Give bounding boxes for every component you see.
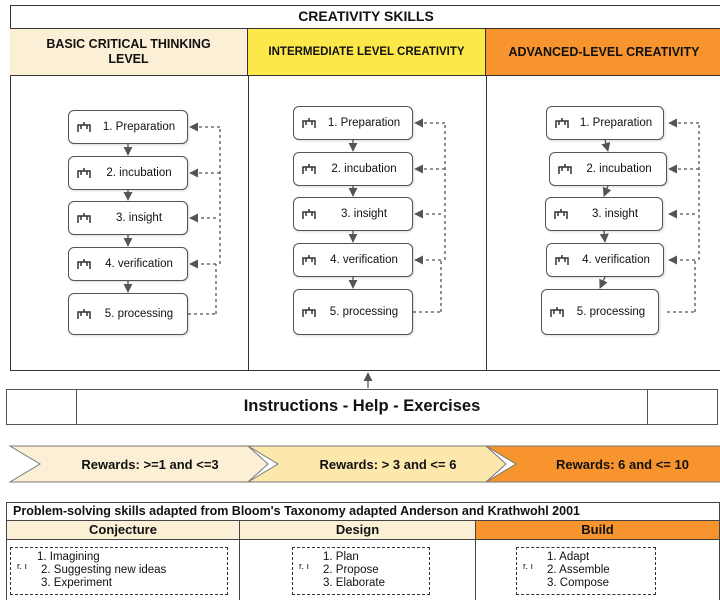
- step-label: 4. verification: [582, 254, 650, 266]
- step-label: 1. Preparation: [579, 117, 653, 129]
- advanced-level-header: ADVANCED-LEVEL CREATIVITY: [486, 29, 720, 76]
- step-box: 3. insight: [293, 197, 413, 231]
- pin-icon: [558, 163, 572, 175]
- reward-intermediate: Rewards: > 3 and <= 6: [319, 456, 457, 472]
- bar-divider: [76, 389, 77, 425]
- instructions-bar: [6, 389, 718, 425]
- design-list: r. ı 1. Plan 2. Propose 3. Elaborate: [292, 547, 430, 595]
- pin-icon: [302, 163, 316, 175]
- advanced-header-label: ADVANCED-LEVEL CREATIVITY: [508, 44, 700, 59]
- pin-icon: [77, 121, 91, 133]
- list-item: 2. Propose: [323, 564, 379, 576]
- step-box: 2. incubation: [549, 152, 667, 186]
- list-item: 1. Imagining: [37, 551, 100, 563]
- list-item: 3. Compose: [547, 577, 610, 589]
- pin-icon: [302, 117, 316, 129]
- list-item: 3. Elaborate: [323, 577, 386, 589]
- conjecture-list: r. ı 1. Imagining 2. Suggesting new idea…: [10, 547, 228, 595]
- step-box: 4. verification: [68, 247, 188, 281]
- step-box: 4. verification: [546, 243, 664, 277]
- instructions-label[interactable]: Instructions - Help - Exercises: [243, 397, 481, 415]
- pin-icon: [77, 167, 91, 179]
- problem-solving-title: Problem-solving skills adapted from Bloo…: [6, 502, 720, 520]
- bracket-icon: r. ı: [299, 561, 310, 571]
- design-header: Design: [240, 520, 476, 540]
- step-label: 3. insight: [591, 208, 639, 220]
- conjecture-cell: [6, 540, 240, 600]
- basic-header-line-2: LEVEL: [108, 52, 149, 66]
- step-box: 2. incubation: [293, 152, 413, 186]
- step-label: 5. processing: [104, 308, 174, 320]
- step-label: 4. verification: [330, 254, 398, 266]
- pin-icon: [77, 258, 91, 270]
- basic-header-line-1: BASIC CRITICAL THINKING: [46, 37, 211, 51]
- step-label: 4. verification: [105, 258, 173, 270]
- step-box: 2. incubation: [68, 156, 188, 190]
- step-label: 2. incubation: [586, 163, 652, 175]
- pin-icon: [77, 308, 91, 320]
- step-box: 5. processing: [541, 289, 659, 335]
- column-divider: [486, 76, 487, 371]
- step-box: 4. verification: [293, 243, 413, 277]
- step-label: 2. incubation: [106, 167, 172, 179]
- pin-icon: [77, 212, 91, 224]
- design-cell: [240, 540, 476, 600]
- pin-icon: [302, 254, 316, 266]
- step-box: 1. Preparation: [68, 110, 188, 144]
- step-label: 3. insight: [340, 208, 388, 220]
- pin-icon: [554, 208, 568, 220]
- intermediate-level-header: INTERMEDIATE LEVEL CREATIVITY: [248, 29, 486, 76]
- list-item: 1. Adapt: [547, 551, 590, 563]
- step-box: 1. Preparation: [293, 106, 413, 140]
- pin-icon: [302, 208, 316, 220]
- bracket-icon: r. ı: [17, 561, 28, 571]
- list-item: 3. Experiment: [41, 577, 112, 589]
- reward-advanced: Rewards: 6 and <= 10: [556, 456, 689, 472]
- step-label: 5. processing: [576, 306, 646, 318]
- bar-divider: [647, 389, 648, 425]
- pin-icon: [550, 306, 564, 318]
- column-divider: [248, 76, 249, 371]
- intermediate-header-label: INTERMEDIATE LEVEL CREATIVITY: [268, 45, 465, 58]
- step-box: 1. Preparation: [546, 106, 664, 140]
- step-label: 2. incubation: [331, 163, 397, 175]
- step-box: 5. processing: [68, 293, 188, 335]
- conjecture-header: Conjecture: [6, 520, 240, 540]
- bracket-icon: r. ı: [523, 561, 534, 571]
- list-item: 1. Plan: [323, 551, 359, 563]
- step-box: 3. insight: [68, 201, 188, 235]
- reward-shape-advanced: [484, 445, 720, 483]
- list-item: 2. Assemble: [547, 564, 610, 576]
- build-list: r. ı 1. Adapt 2. Assemble 3. Compose: [516, 547, 656, 595]
- step-label: 5. processing: [329, 306, 399, 318]
- list-item: 2. Suggesting new ideas: [41, 564, 167, 576]
- step-label: 1. Preparation: [102, 121, 176, 133]
- step-label: 1. Preparation: [327, 117, 401, 129]
- pin-icon: [555, 117, 569, 129]
- step-label: 3. insight: [115, 212, 163, 224]
- basic-level-header: BASIC CRITICAL THINKING LEVEL: [10, 29, 248, 76]
- build-header: Build: [476, 520, 720, 540]
- panel-title: CREATIVITY SKILLS: [10, 5, 720, 29]
- step-box: 5. processing: [293, 289, 413, 335]
- pin-icon: [302, 306, 316, 318]
- pin-icon: [555, 254, 569, 266]
- step-box: 3. insight: [545, 197, 663, 231]
- rewards-shapes: [8, 445, 720, 483]
- reward-basic: Rewards: >=1 and <=3: [81, 456, 219, 472]
